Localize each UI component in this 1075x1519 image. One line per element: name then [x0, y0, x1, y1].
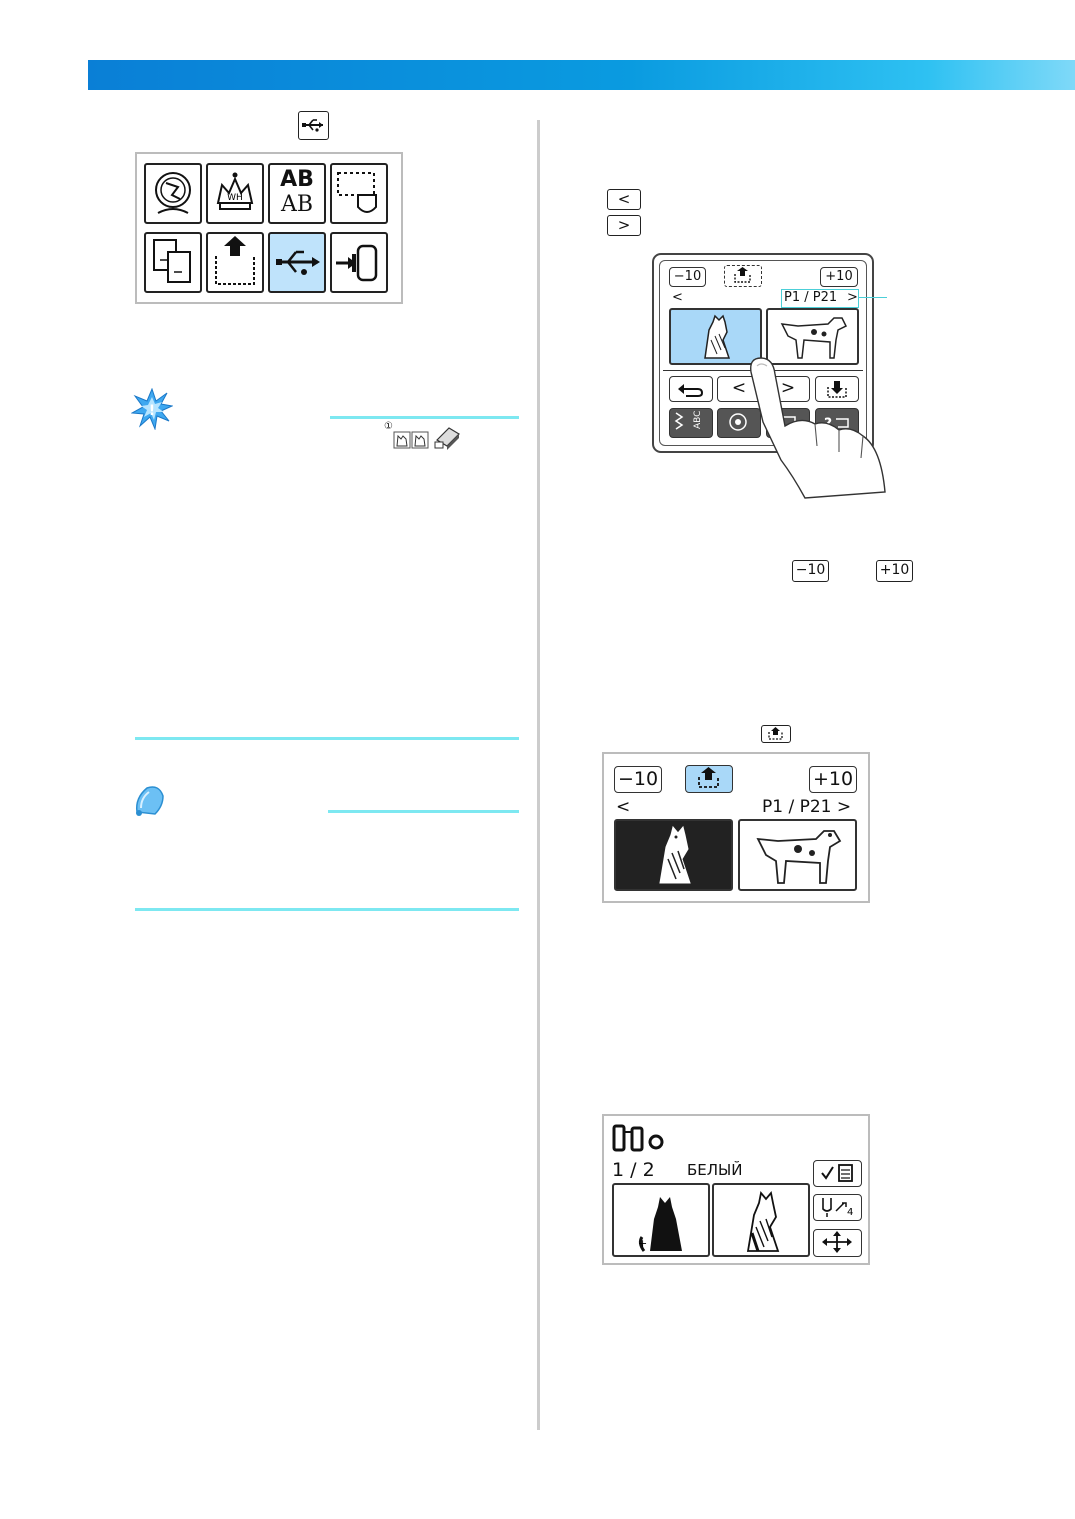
next-page-button[interactable]: >	[607, 215, 641, 236]
frame-pattern-icon[interactable]	[330, 163, 388, 224]
thread-spool-icon	[610, 1122, 674, 1154]
svg-text:+: +	[638, 1237, 647, 1250]
inline-minus10-button[interactable]: −10	[792, 560, 829, 582]
cat-pattern-thumb[interactable]	[669, 308, 762, 365]
screen2-dog-thumb[interactable]	[738, 819, 857, 891]
page-indicator-box	[781, 289, 859, 308]
usb-icon[interactable]	[268, 232, 326, 293]
screen2-plus10-button[interactable]: +10	[809, 766, 857, 793]
callout-line	[859, 297, 887, 298]
memo-bell-icon	[131, 782, 167, 818]
alphabet-icon[interactable]: AB AB	[268, 163, 326, 224]
inline-pocket-icon[interactable]	[761, 725, 791, 743]
screen2-pocket-button[interactable]	[685, 765, 733, 793]
prev-page-button[interactable]: <	[607, 189, 641, 210]
eraser-icon	[433, 424, 463, 450]
column-divider	[537, 120, 540, 1430]
screen3-cat-pattern-thumb	[712, 1183, 810, 1257]
page-next-arrow[interactable]: >	[847, 290, 858, 305]
screen2-page-indicator: P1 / P21 >	[762, 797, 852, 817]
alphabet-label-top: AB	[280, 167, 314, 192]
svg-text:!: !	[149, 403, 155, 419]
save-pattern-button[interactable]	[815, 376, 859, 402]
page-indicator: P1 / P21	[784, 290, 838, 305]
move-pattern-button[interactable]	[813, 1229, 862, 1257]
transfer-pocket-icon[interactable]	[724, 265, 762, 287]
alphabet-label-bottom: AB	[280, 192, 314, 217]
inline-plus10-button[interactable]: +10	[876, 560, 913, 582]
screen2-minus10-button[interactable]: −10	[614, 766, 662, 793]
note-marker: ①	[384, 421, 393, 432]
minus10-button[interactable]: −10	[669, 267, 706, 287]
pocket-icon[interactable]	[206, 232, 264, 293]
svg-text:ABC: ABC	[693, 411, 703, 429]
back-button[interactable]	[669, 376, 713, 402]
check-thread-button[interactable]	[813, 1160, 862, 1187]
cat-pattern-icon	[393, 428, 431, 452]
nav-prev-button[interactable]: <	[717, 376, 761, 402]
card-reader-icon[interactable]	[330, 232, 388, 293]
stitch-abc-button[interactable]: ABC	[669, 408, 713, 438]
note-footer-line	[135, 737, 519, 740]
screen3-cat-silhouette-thumb: +	[612, 1183, 710, 1257]
memory-icon[interactable]	[144, 232, 202, 293]
svg-text:4: 4	[847, 1207, 853, 1218]
page-prev-arrow[interactable]: <	[672, 290, 683, 305]
note-burst-icon: !	[131, 388, 173, 430]
memo-header-line	[328, 810, 519, 813]
embroidery-button[interactable]	[717, 408, 761, 438]
memo-footer-line	[135, 908, 519, 911]
plus10-button[interactable]: +10	[820, 267, 858, 287]
pattern-menu-panel: WH AB AB	[135, 152, 403, 304]
screen2-cat-thumb[interactable]	[614, 819, 733, 891]
needle-thread-button[interactable]: 4	[813, 1194, 862, 1221]
thread-color-name: БЕЛЫЙ	[687, 1161, 743, 1179]
color-counter: 1 / 2	[612, 1159, 655, 1181]
crown-pattern-icon[interactable]: WH	[206, 163, 264, 224]
screen2-page-prev[interactable]: <	[616, 797, 631, 817]
usb-key-icon[interactable]	[298, 111, 329, 140]
dog-pattern-thumb[interactable]	[766, 308, 859, 365]
finger-pointer-icon	[735, 352, 895, 502]
note-header-line	[330, 416, 519, 419]
svg-text:WH: WH	[227, 193, 243, 203]
floral-pattern-icon[interactable]	[144, 163, 202, 224]
header-bar	[88, 60, 1075, 90]
lcd-screen-1-inner	[659, 260, 867, 446]
